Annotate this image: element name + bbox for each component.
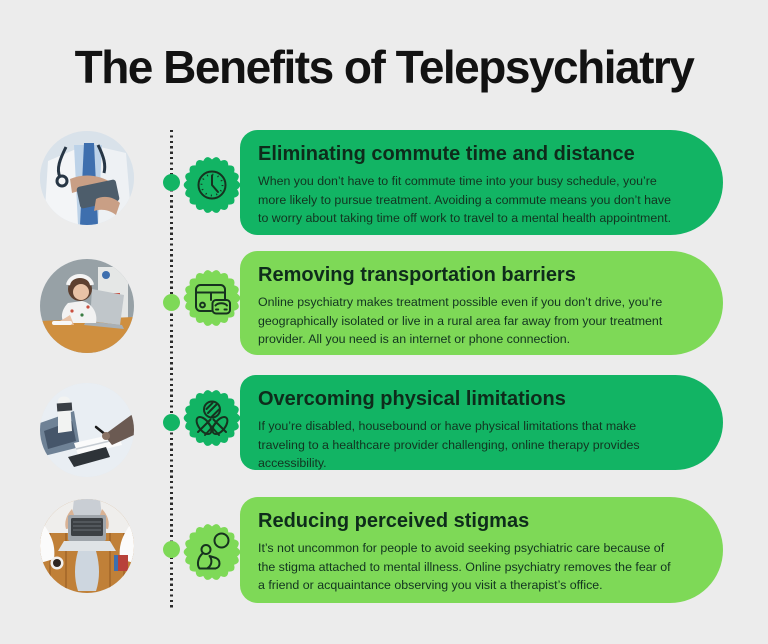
benefit-card: Overcoming physical limitations If you’r… bbox=[240, 375, 723, 470]
page-title: The Benefits of Telepsychiatry bbox=[74, 41, 695, 93]
photo-girl-at-desk bbox=[40, 259, 134, 353]
photo-laptop-on-lap bbox=[40, 499, 134, 593]
timeline-dot bbox=[163, 414, 180, 431]
benefit-title: Overcoming physical limitations bbox=[258, 388, 566, 410]
timeline-dot bbox=[163, 294, 180, 311]
person-with-thought-bubble-icon bbox=[183, 523, 241, 581]
bus-and-car-icon bbox=[183, 269, 241, 327]
benefit-body: It’s not uncommon for people to avoid se… bbox=[258, 541, 671, 593]
doctor-photo-illustration bbox=[40, 131, 134, 225]
clock-icon bbox=[183, 156, 241, 214]
photo-doctor-tablet bbox=[40, 131, 134, 225]
caring-hands-icon bbox=[183, 389, 241, 447]
timeline-dot bbox=[163, 541, 180, 558]
benefit-title: Reducing perceived stigmas bbox=[258, 510, 530, 532]
benefit-body: When you don’t have to fit commute time … bbox=[258, 174, 672, 226]
benefit-card: Eliminating commute time and distance Wh… bbox=[240, 130, 723, 235]
girl-desk-photo-illustration bbox=[40, 259, 134, 353]
benefit-body: Online psychiatry makes treatment possib… bbox=[258, 295, 663, 347]
benefit-body: If you’re disabled, housebound or have p… bbox=[258, 419, 640, 471]
benefit-card: Reducing perceived stigmas It’s not unco… bbox=[240, 497, 723, 603]
laptop-lap-photo-illustration bbox=[40, 499, 134, 593]
photo-desk-writing bbox=[40, 383, 134, 477]
benefit-title: Eliminating commute time and distance bbox=[258, 143, 635, 165]
timeline-dot bbox=[163, 174, 180, 191]
desk-writing-photo-illustration bbox=[40, 383, 134, 477]
benefit-card: Removing transportation barriers Online … bbox=[240, 251, 723, 355]
benefit-title: Removing transportation barriers bbox=[258, 264, 576, 286]
timeline-dotted-line bbox=[170, 130, 173, 608]
